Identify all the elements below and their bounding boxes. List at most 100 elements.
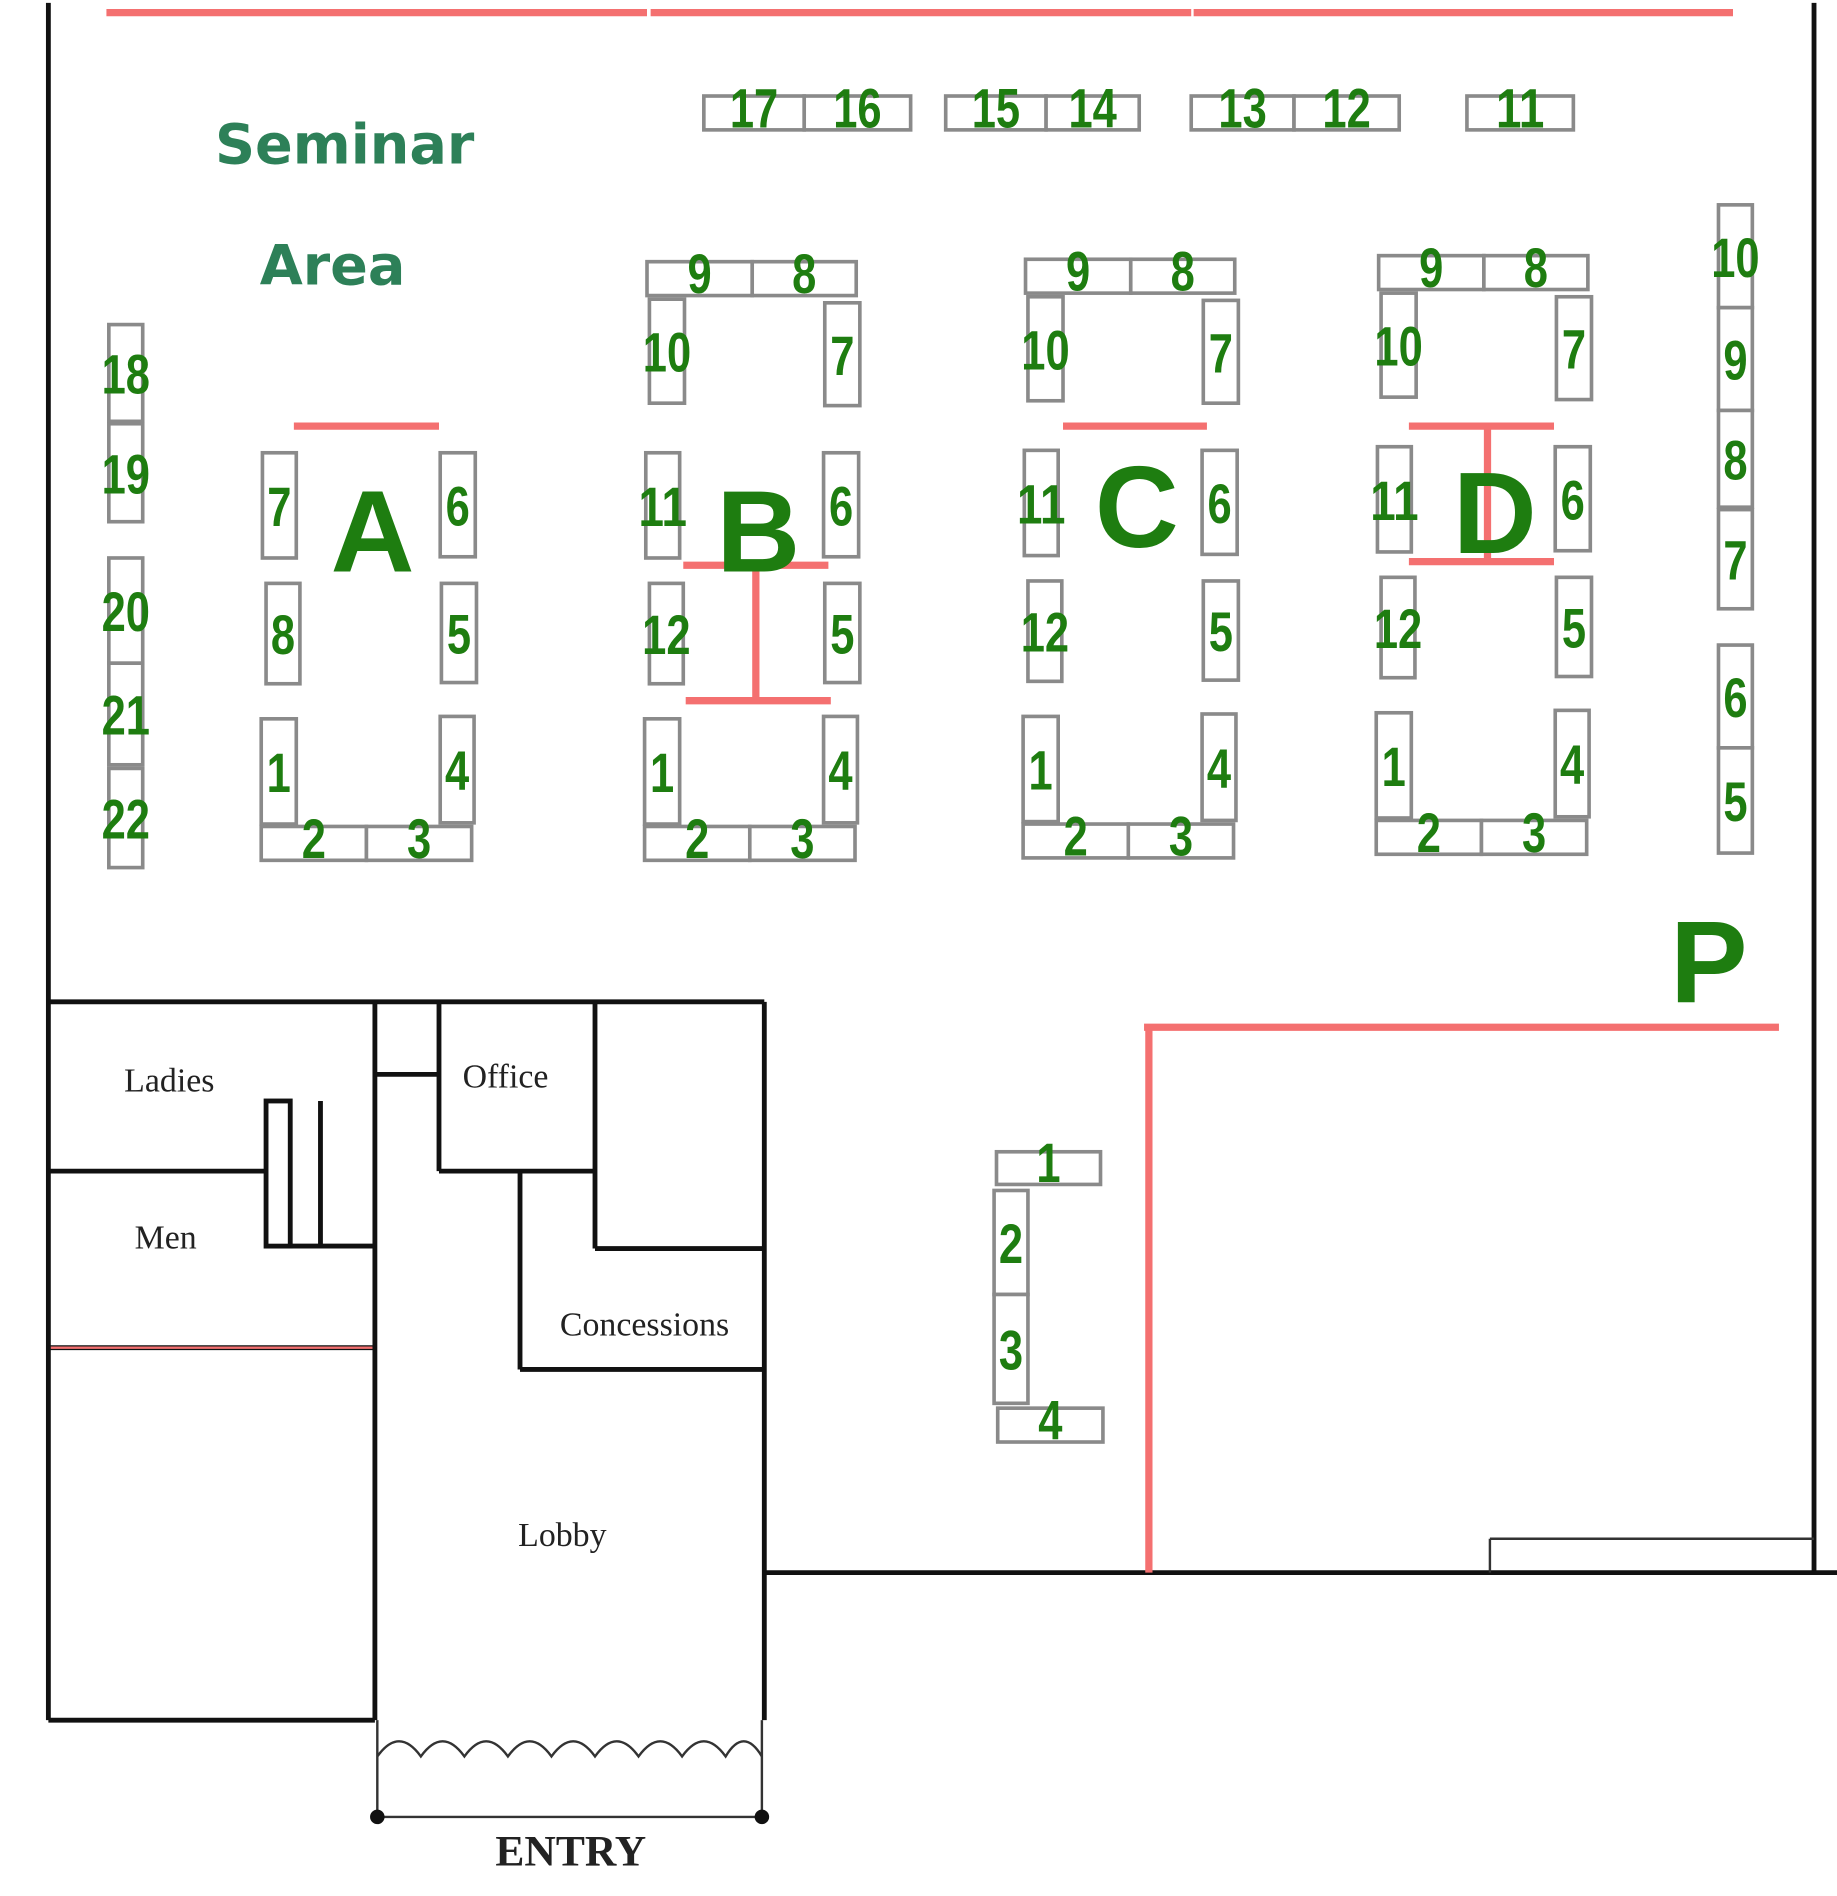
booth-left-18[interactable]: 18 <box>102 322 150 424</box>
booth-outline <box>1716 507 1755 611</box>
island-b-booth-7[interactable]: 7 <box>822 300 862 408</box>
island-label-c: C <box>1095 442 1179 572</box>
island-d-booth-9[interactable]: 9 <box>1376 237 1486 299</box>
island-c-booth-10[interactable]: 10 <box>1021 294 1070 403</box>
island-a-booth-3[interactable]: 3 <box>364 808 474 870</box>
island-a-booth-8[interactable]: 8 <box>264 581 302 686</box>
booth-outline <box>642 717 682 826</box>
island-b-booth-10[interactable]: 10 <box>643 297 691 406</box>
island-c-booth-11[interactable]: 11 <box>1017 448 1065 558</box>
island-c-booth-8[interactable]: 8 <box>1128 241 1237 303</box>
booth-number: 11 <box>1017 474 1065 536</box>
booth-number: 6 <box>829 475 853 537</box>
booth-number: 2 <box>302 808 326 870</box>
booth-number: 20 <box>102 581 150 643</box>
booth-number: 10 <box>1374 316 1422 378</box>
booth-number: 11 <box>1496 77 1544 139</box>
island-c-booth-5[interactable]: 5 <box>1201 579 1241 682</box>
booth-outline <box>438 450 478 559</box>
island-d-booth-7[interactable]: 7 <box>1554 294 1594 402</box>
booth-number: 14 <box>1068 77 1116 139</box>
island-d-booth-6[interactable]: 6 <box>1553 444 1593 553</box>
island-c-booth-1[interactable]: 1 <box>1021 714 1060 824</box>
island-c-booth-4[interactable]: 4 <box>1200 712 1238 823</box>
island-d-booth-1[interactable]: 1 <box>1374 710 1414 820</box>
booth-top-13[interactable]: 13 <box>1189 77 1296 139</box>
booth-number: 5 <box>1723 771 1747 833</box>
island-a-booth-2[interactable]: 2 <box>259 808 369 870</box>
island-b-booth-4[interactable]: 4 <box>821 714 860 825</box>
island-d-booth-4[interactable]: 4 <box>1553 708 1591 819</box>
booth-number: 12 <box>1322 77 1370 139</box>
seminar-label: Seminar <box>215 113 475 178</box>
booth-cluster-3[interactable]: 3 <box>992 1292 1030 1406</box>
booth-right-7[interactable]: 7 <box>1716 507 1755 611</box>
island-b-booth-5[interactable]: 5 <box>822 581 862 685</box>
island-b-booth-3[interactable]: 3 <box>747 808 857 870</box>
island-a-booth-4[interactable]: 4 <box>438 714 476 825</box>
island-c-booth-12[interactable]: 12 <box>1021 579 1069 684</box>
booth-left-20[interactable]: 20 <box>102 556 150 666</box>
booth-number: 15 <box>972 77 1020 139</box>
island-b-booth-9[interactable]: 9 <box>645 243 755 305</box>
island-a-booth-7[interactable]: 7 <box>260 450 299 560</box>
booth-top-12[interactable]: 12 <box>1292 77 1402 139</box>
island-a-booth-1[interactable]: 1 <box>259 717 299 826</box>
island-d-booth-11[interactable]: 11 <box>1370 444 1419 554</box>
booth-left-21[interactable]: 21 <box>102 661 150 767</box>
island-a-booth-5[interactable]: 5 <box>439 581 479 685</box>
booth-number: 4 <box>828 740 852 802</box>
booth-cluster-2[interactable]: 2 <box>992 1188 1030 1297</box>
island-b-booth-6[interactable]: 6 <box>821 450 861 559</box>
booth-number: 7 <box>1723 530 1747 592</box>
booth-outline <box>364 824 474 863</box>
booth-top-14[interactable]: 14 <box>1044 77 1142 139</box>
booth-right-9[interactable]: 9 <box>1716 305 1755 413</box>
island-d-booth-12[interactable]: 12 <box>1374 575 1422 680</box>
island-c-booth-3[interactable]: 3 <box>1126 805 1236 867</box>
booth-outline <box>822 300 862 408</box>
booth-right-6[interactable]: 6 <box>1716 643 1755 750</box>
island-a-booth-6[interactable]: 6 <box>438 450 478 559</box>
booth-outline <box>107 766 145 870</box>
island-b-booth-11[interactable]: 11 <box>639 450 687 560</box>
booth-outline <box>943 94 1048 132</box>
booth-right-5[interactable]: 5 <box>1716 746 1755 855</box>
booth-top-17[interactable]: 17 <box>702 77 807 139</box>
booth-number: 3 <box>999 1319 1023 1381</box>
booth-right-8[interactable]: 8 <box>1716 408 1755 510</box>
booth-outline <box>107 322 145 424</box>
island-c-booth-6[interactable]: 6 <box>1200 448 1239 557</box>
booth-top-15[interactable]: 15 <box>943 77 1048 139</box>
island-b-booth-12[interactable]: 12 <box>642 581 691 686</box>
booth-cluster-1[interactable]: 1 <box>994 1132 1103 1194</box>
island-d-booth-5[interactable]: 5 <box>1554 575 1594 679</box>
room-concessions: Concessions <box>560 1307 729 1344</box>
island-b-booth-1[interactable]: 1 <box>642 717 682 826</box>
island-d-booth-3[interactable]: 3 <box>1479 802 1589 864</box>
booth-number: 8 <box>1723 429 1747 491</box>
booth-right-10[interactable]: 10 <box>1711 203 1760 310</box>
island-c-booth-9[interactable]: 9 <box>1023 241 1133 303</box>
booth-cluster-4[interactable]: 4 <box>995 1390 1105 1452</box>
island-d-booth-2[interactable]: 2 <box>1374 802 1484 864</box>
island-d-booth-10[interactable]: 10 <box>1374 291 1423 399</box>
booth-outline <box>1292 94 1402 132</box>
island-c-booth-2[interactable]: 2 <box>1021 805 1131 867</box>
island-d-booth-8[interactable]: 8 <box>1482 237 1590 299</box>
booth-outline <box>1128 257 1237 295</box>
booth-outline <box>1479 818 1589 857</box>
booth-left-19[interactable]: 19 <box>102 421 150 524</box>
booth-outline <box>1026 294 1065 403</box>
booth-number: 8 <box>792 243 816 305</box>
booth-number: 5 <box>1209 601 1233 663</box>
island-b-booth-8[interactable]: 8 <box>750 243 859 305</box>
booth-left-22[interactable]: 22 <box>102 766 150 870</box>
booth-outline <box>647 581 686 686</box>
booth-outline <box>1189 94 1296 132</box>
booth-top-16[interactable]: 16 <box>802 77 913 139</box>
booth-top-11[interactable]: 11 <box>1465 77 1576 139</box>
island-c-booth-7[interactable]: 7 <box>1201 298 1241 406</box>
booth-number: 2 <box>1064 805 1088 867</box>
